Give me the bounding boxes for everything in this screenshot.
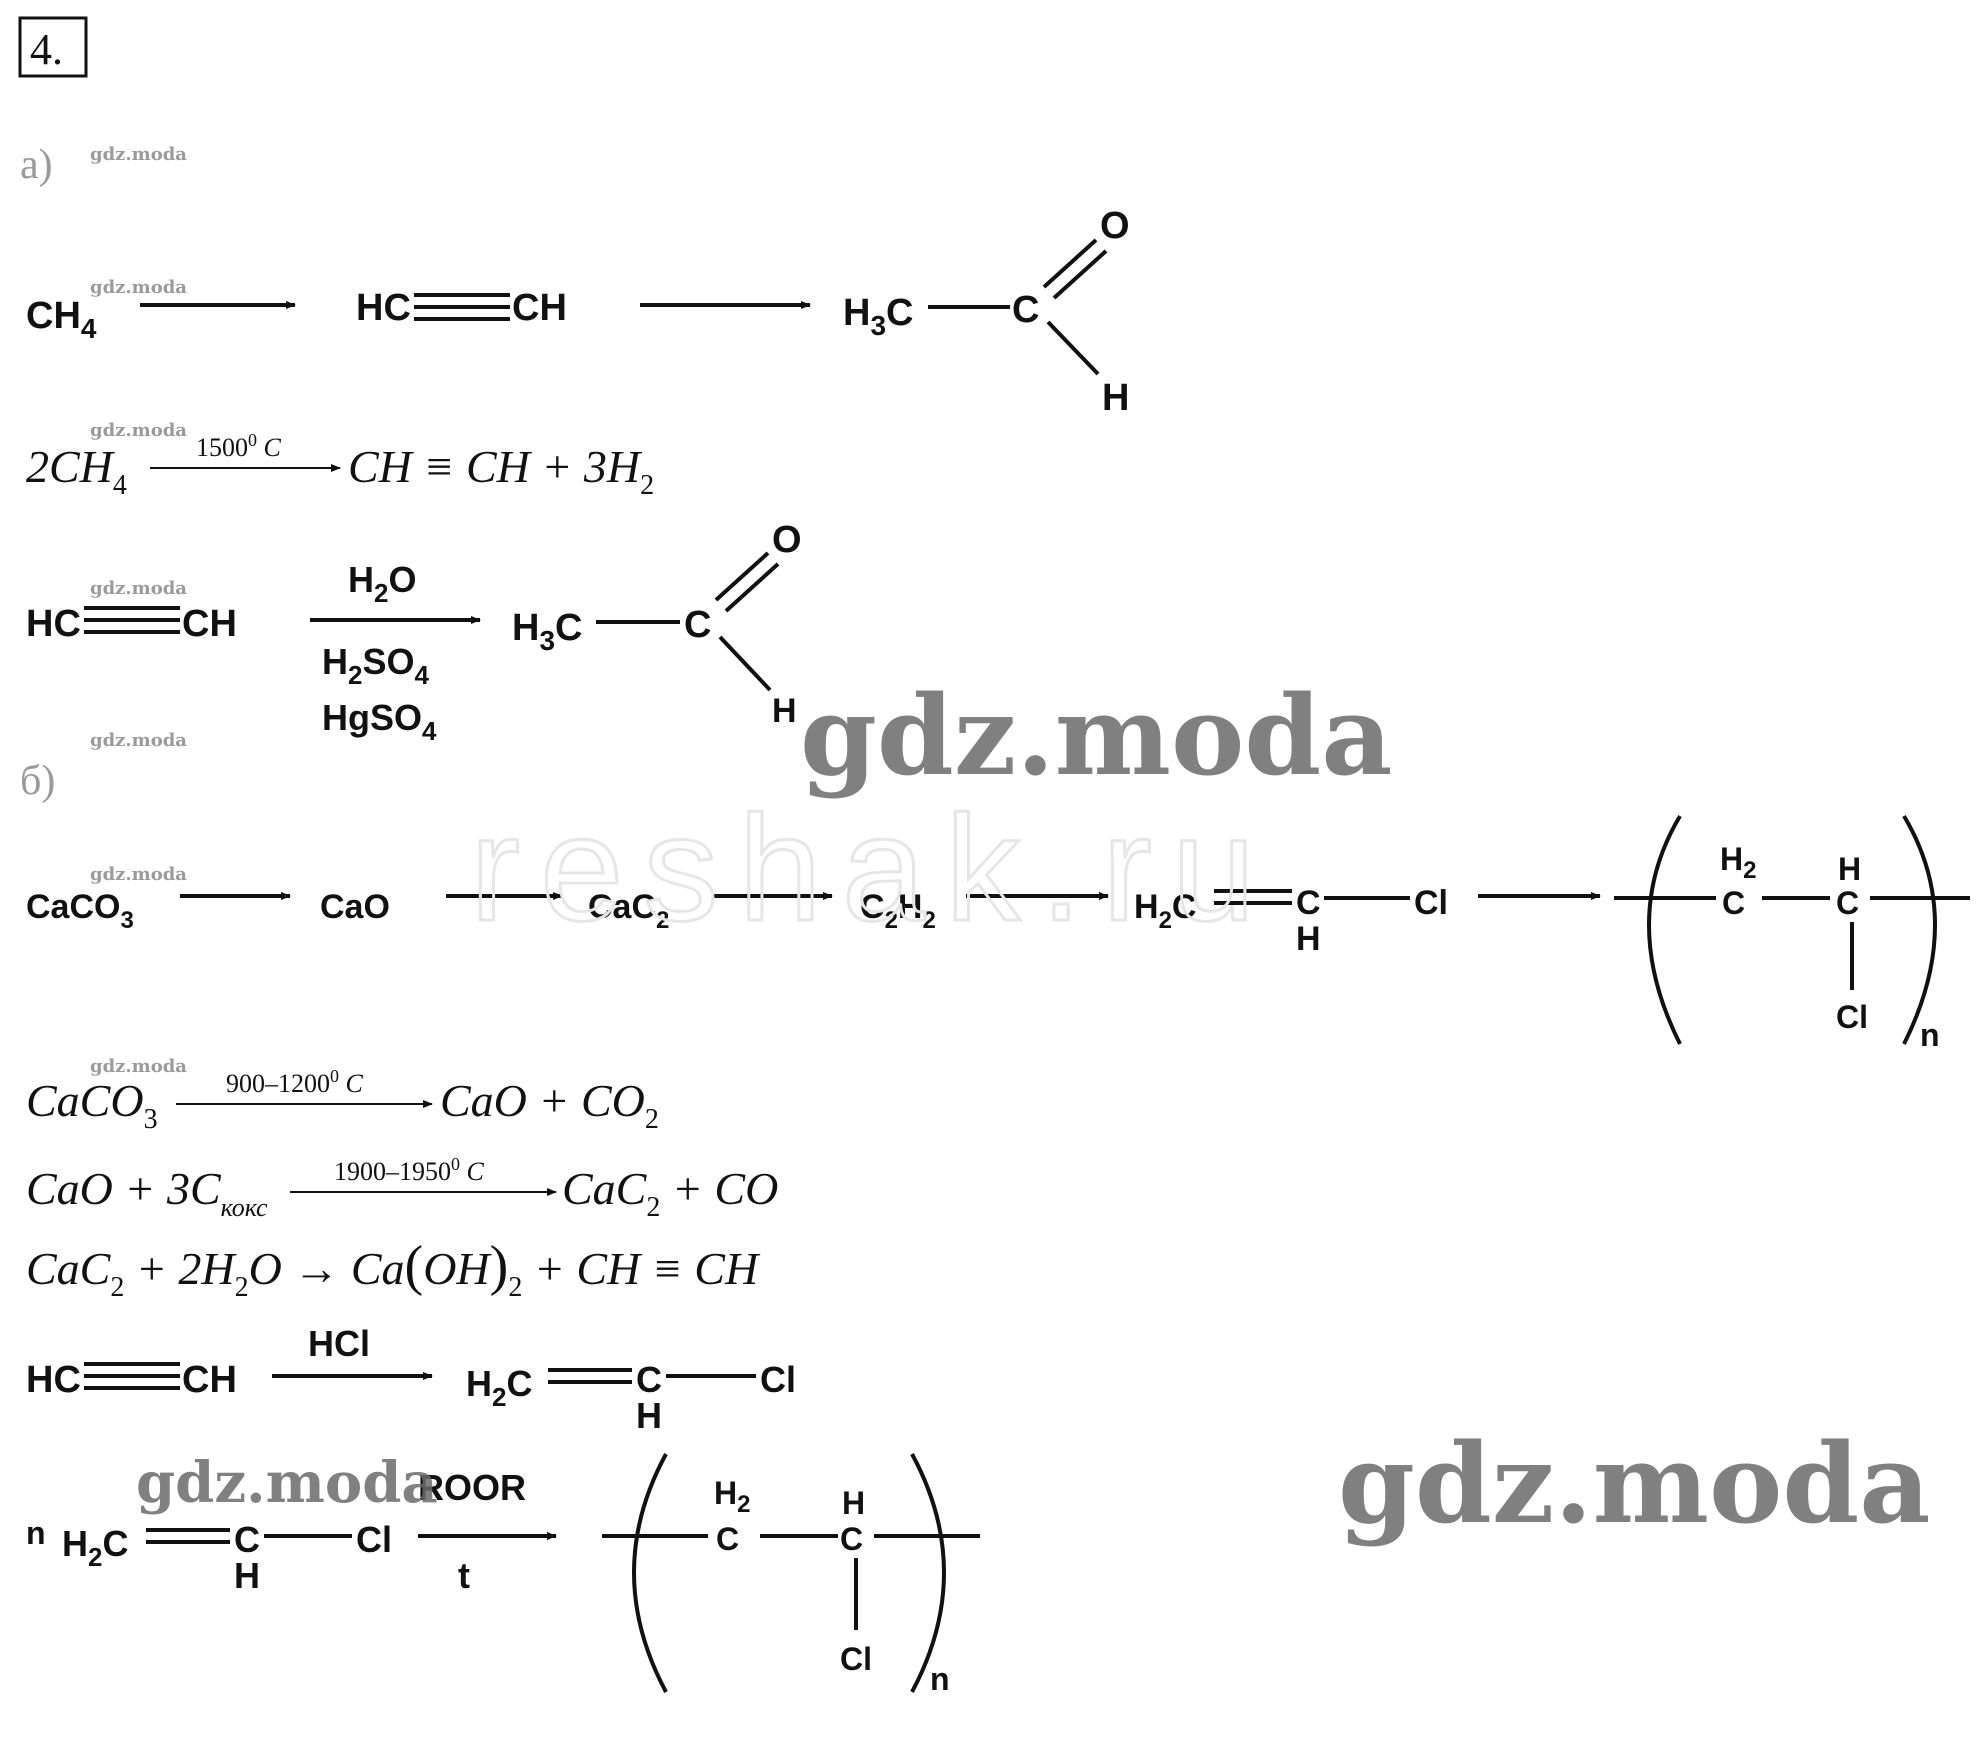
vinyl-c: C [636,1359,662,1400]
methane: CH4 [26,295,97,344]
small-watermark: gdz.moda [90,578,187,599]
vinyl-h2c: H2C [1134,888,1196,934]
vinyl-h2c: H2C [466,1363,532,1412]
small-watermark: gdz.moda [90,277,187,298]
equation-a2: gdz.moda HC CH H2O H2SO4 HgSO4 H3C C O H [26,519,802,746]
oxygen: O [772,519,802,561]
equation-lhs: CaCO3 [26,1075,158,1135]
equation-b3: CaC2 + 2H2O → Ca(OH)2 + CH ≡ CH [26,1235,761,1303]
task-number: 4. [30,25,63,74]
polymer-cl: Cl [840,1641,872,1677]
part-a-label: а) [20,142,53,188]
reagent-temperature: t [458,1555,470,1596]
part-b-label: б) [20,758,55,804]
vinyl-h2c: H2C [62,1523,128,1572]
polymer-c1: C [716,1521,739,1557]
polymer-c1: C [1722,885,1745,921]
equation-line: CaC2 + 2H2O → Ca(OH)2 + CH ≡ CH [26,1235,761,1303]
polymer-h: H [842,1485,865,1521]
reagent-water: H2O [348,559,416,608]
small-watermark: gdz.moda [90,420,187,441]
watermark-large: gdz.moda [800,671,1393,800]
vinyl-h: H [636,1395,662,1436]
equation-rhs: CaC2 + CO [562,1163,778,1223]
equation-b5: n H2C C H Cl ROOR t H2 C H C Cl n [26,1453,980,1697]
vinyl-h: H [1296,920,1321,958]
calcium-oxide: CaO [320,888,390,926]
right-parenthesis [910,1453,946,1693]
acetylene-left: HC [356,287,411,329]
equation-lhs: 2CH4 [26,441,127,501]
equation-b1: gdz.moda CaCO3 900–12000 C CaO + CO2 [26,1056,659,1135]
single-bond [718,635,772,692]
small-watermark: gdz.moda [90,864,187,885]
scheme-a: gdz.moda CH4 HC CH H3C C O H [26,205,1130,419]
polymer-c2: C [840,1521,863,1557]
scheme-b: gdz.moda CaCO3 CaO CaC2 C2H2 H2C C H Cl … [26,814,1970,1053]
polymer-n: n [930,1661,950,1697]
hydrogen: H [1102,377,1129,419]
equation-lhs: CaO + 3Cкокс [26,1163,268,1222]
methyl-group: H3C [512,607,582,656]
double-bond [714,551,770,602]
coefficient-n: n [26,1515,46,1551]
vinyl-cl: Cl [356,1519,392,1560]
oxygen: O [1100,205,1130,247]
equation-b4: HC CH HCl H2C C H Cl [26,1323,796,1436]
watermark-inline: gdz.moda [136,1450,438,1516]
small-watermark: gdz.moda [90,730,187,751]
acetylene-left: HC [26,1359,81,1401]
polymer-h: H [1838,851,1861,887]
hydrogen: H [772,692,797,730]
methyl-group: H3C [843,292,913,341]
left-parenthesis [1647,814,1682,1045]
double-bond [724,562,780,613]
reagent-peroxide: ROOR [418,1467,526,1508]
polymer-cl: Cl [1836,999,1868,1035]
polymer-h2: H2 [1720,841,1756,884]
calcium-carbonate: CaCO3 [26,888,134,934]
small-watermark: gdz.moda [90,1056,187,1077]
equation-rhs: CH ≡ CH + 3H2 [348,441,654,501]
polymer-h2: H2 [714,1475,750,1518]
vinyl-cl: Cl [760,1359,796,1400]
acetylene-right: CH [182,1359,237,1401]
catalyst-sulfuric-acid: H2SO4 [322,641,429,690]
double-bond [1042,238,1098,289]
polymer-n: n [1920,1017,1940,1053]
watermark-large: gdz.moda [1338,1419,1931,1548]
small-watermark: gdz.moda [90,144,187,165]
reaction-condition: 15000 C [196,430,282,462]
vinyl-h: H [234,1555,260,1596]
task-number-box [18,16,88,78]
vinyl-cl: Cl [1414,884,1448,922]
catalyst-mercury-sulfate: HgSO4 [322,697,437,746]
polymer-c2: C [1836,885,1859,921]
right-parenthesis [1902,814,1937,1045]
vinyl-c: C [234,1519,260,1560]
faint-watermark: reshak.ru [470,784,1275,952]
equation-a1: gdz.moda 2CH4 15000 C CH ≡ CH + 3H2 [26,420,654,501]
reagent-hcl: HCl [308,1323,370,1364]
acetylene-left: HC [26,603,81,645]
acetylene-right: CH [182,603,237,645]
equation-rhs: CaO + CO2 [440,1075,659,1135]
reaction-condition: 900–12000 C [226,1066,364,1098]
carbonyl-carbon: C [684,604,711,646]
calcium-carbide: CaC2 [588,888,669,934]
equation-b2: CaO + 3Cкокс 1900–19500 C CaC2 + CO [26,1154,778,1223]
single-bond [1046,320,1100,376]
double-bond [1052,249,1108,300]
carbonyl-carbon: C [1012,289,1039,331]
acetylene-formula: C2H2 [860,888,936,934]
reaction-condition: 1900–19500 C [334,1154,485,1186]
vinyl-c: C [1296,884,1321,922]
acetylene-right: CH [512,287,567,329]
left-parenthesis [632,1453,668,1693]
